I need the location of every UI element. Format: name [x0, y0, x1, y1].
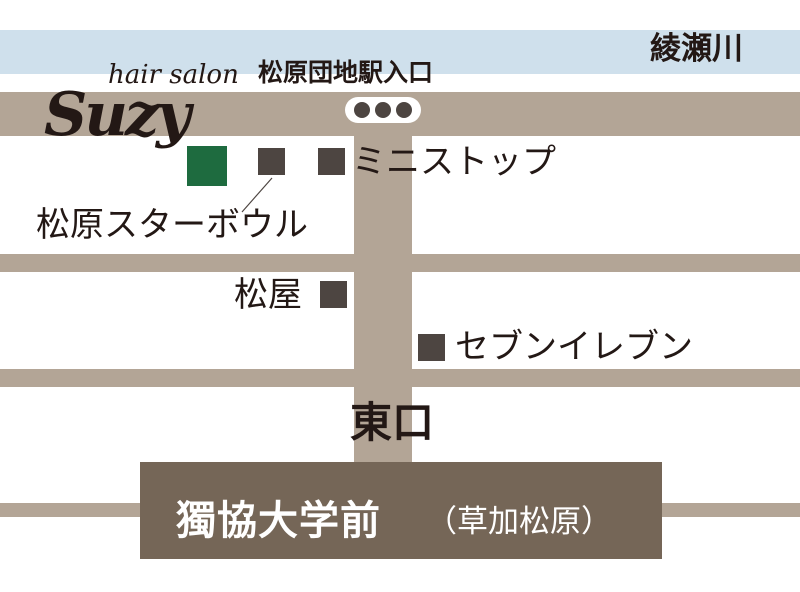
starbowl-marker	[258, 148, 285, 175]
station-name: 獨協大学前	[176, 498, 381, 544]
station-box: 獨協大学前 （草加松原）	[140, 462, 662, 559]
avenue-vertical	[354, 92, 412, 464]
leader-line	[241, 177, 273, 213]
matsuya-label: 松屋	[234, 275, 302, 315]
seven-eleven-marker	[418, 334, 445, 361]
bus-stop-dot	[375, 102, 391, 118]
matsuya-marker	[320, 281, 347, 308]
ayase-river	[0, 30, 800, 74]
ministop-label: ミニストップ	[352, 142, 556, 182]
bus-stop-label: 松原団地駅入口	[258, 58, 434, 87]
bus-stop-dot	[396, 102, 412, 118]
salon-tagline: hair salon	[108, 60, 239, 90]
bus-stop-icon	[345, 97, 421, 123]
salon-marker	[187, 146, 227, 186]
east-exit-label: 東口	[350, 398, 435, 447]
seven-eleven-label: セブンイレブン	[455, 327, 693, 367]
starbowl-label: 松原スターボウル	[36, 205, 308, 245]
salon-logo: Suzy	[44, 80, 191, 150]
ministop-marker	[318, 148, 345, 175]
river-label: 綾瀬川	[650, 31, 743, 67]
station-subname: （草加松原）	[426, 504, 612, 540]
bus-stop-dot	[354, 102, 370, 118]
